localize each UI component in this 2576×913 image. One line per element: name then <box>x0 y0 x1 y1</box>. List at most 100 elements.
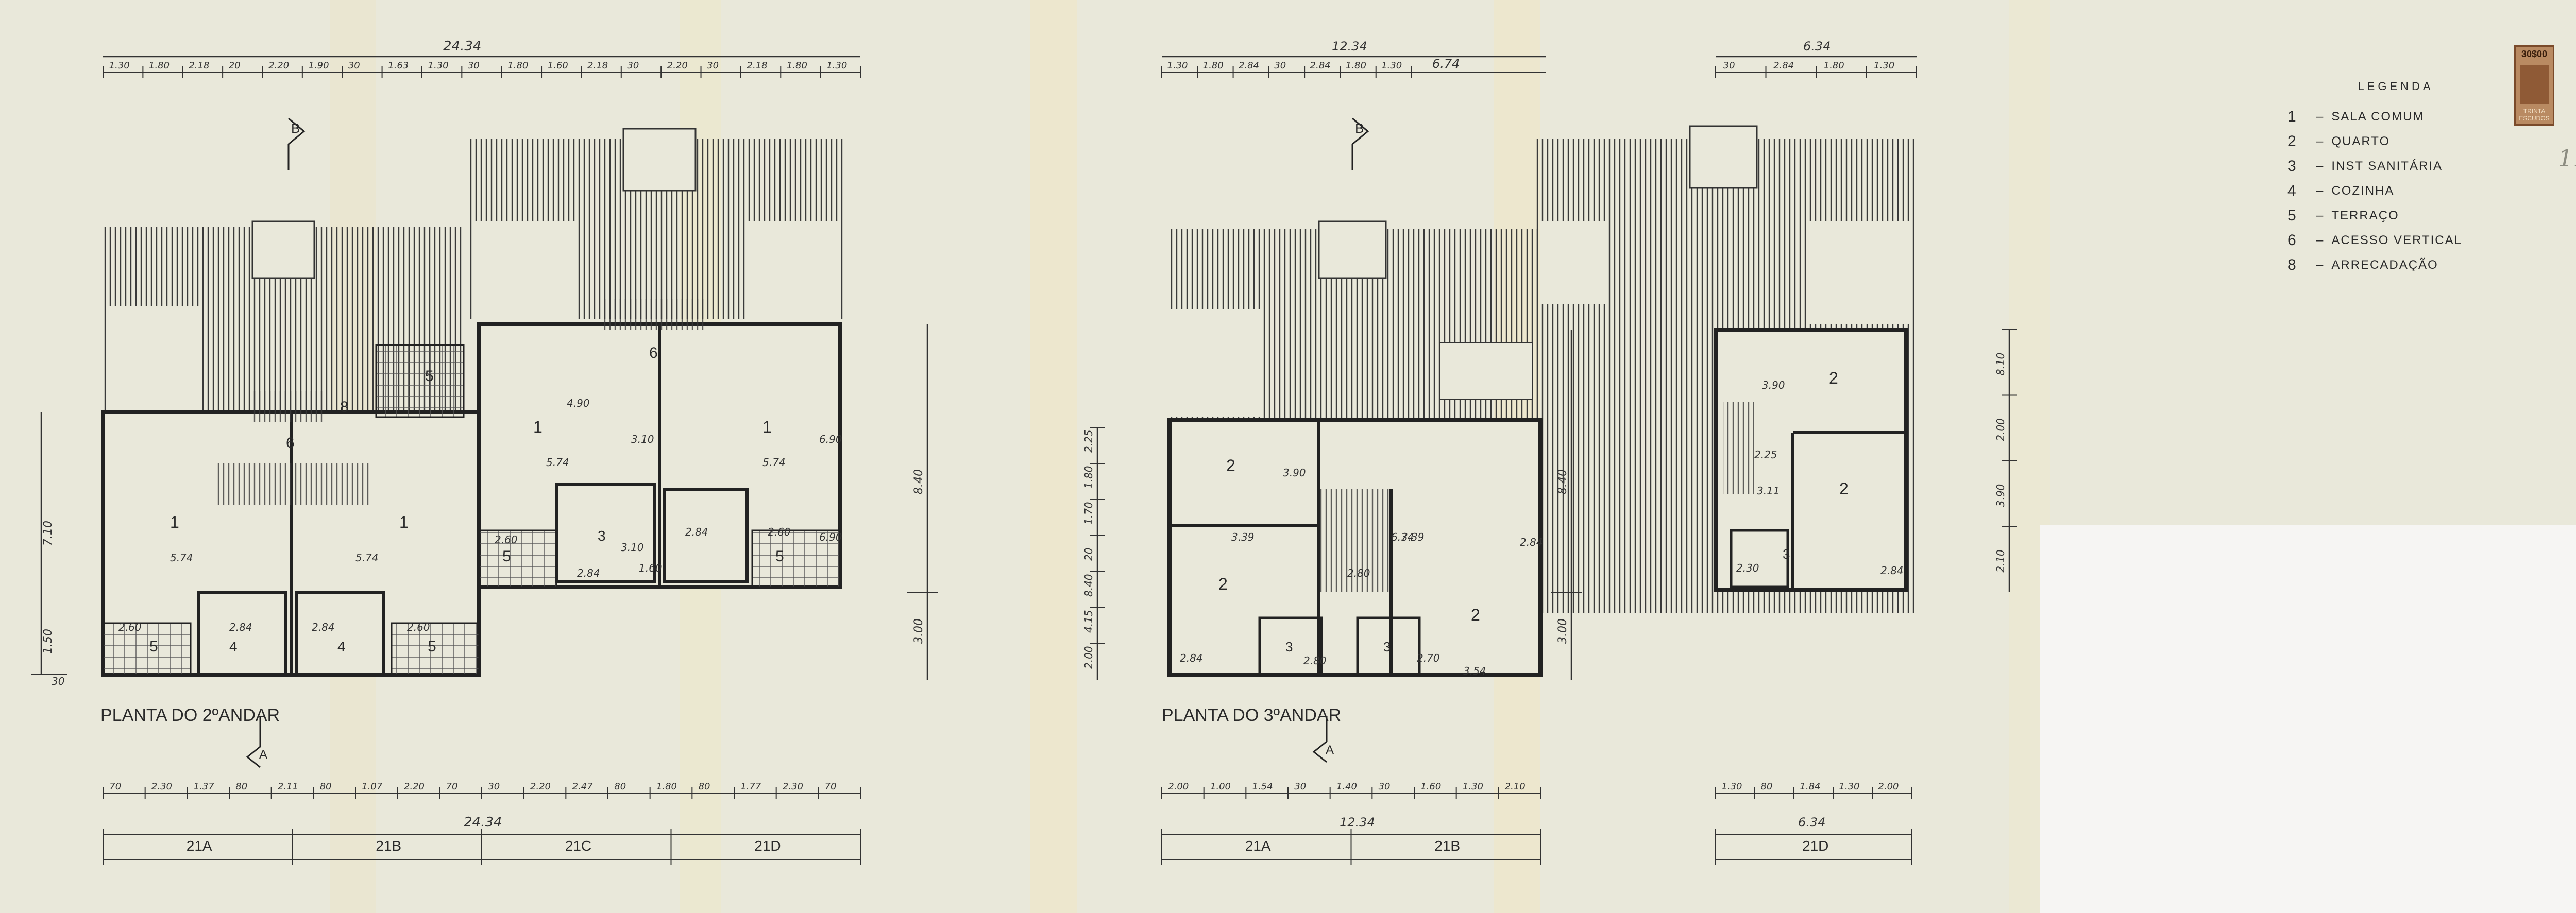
legend-item: 4–COZINHA <box>2287 182 2395 199</box>
bottom-total-dimension: 6.34 <box>1798 815 1825 830</box>
unit-label: 21D <box>754 838 781 854</box>
dimension-label: 1.80 <box>1082 466 1095 489</box>
room-number: 1 <box>170 513 179 531</box>
left-dimension: 7.10 <box>42 521 55 546</box>
dimension-label: 1.30 <box>1167 60 1188 71</box>
left-dimension: 30 <box>52 675 64 687</box>
legend-label: ACESSO VERTICAL <box>2331 233 2462 247</box>
room-dimension: 2.70 <box>1417 652 1440 664</box>
legend-label: INST SANITÁRIA <box>2331 159 2443 173</box>
room-dimension: 2.80 <box>1303 654 1327 667</box>
right-dimension: 8.40 <box>1556 469 1569 494</box>
dimension-label: 8.10 <box>1994 353 2007 376</box>
room-number: 4 <box>337 639 346 654</box>
room-dimension: 2.84 <box>1880 564 1904 577</box>
right-dimension-labels: 8.102.003.902.10 <box>1994 329 2017 573</box>
legend-label: TERRAÇO <box>2331 209 2399 222</box>
room-dimension: 1.60 <box>639 562 662 574</box>
legend-label: COZINHA <box>2331 184 2395 198</box>
dimension-label: 1.07 <box>362 781 383 792</box>
room-number: 5 <box>775 548 784 565</box>
light-well <box>474 221 577 324</box>
legend-item: 2–QUARTO <box>2287 133 2391 150</box>
dimension-label: 30 <box>1379 781 1391 792</box>
dimension-label: 1.30 <box>1381 60 1402 71</box>
room-number: 5 <box>149 638 158 655</box>
unit-labels: 21D <box>1715 829 1912 865</box>
stair <box>216 463 371 505</box>
legend-label: ARRECADAÇÃO <box>2331 258 2438 272</box>
dimension-label: 2.00 <box>1082 646 1095 669</box>
terrace-tiles <box>102 622 192 676</box>
room-number: 8 <box>340 399 349 416</box>
dimension-label: 1.80 <box>787 60 807 71</box>
stair <box>1319 489 1391 592</box>
room-dimension: 2.30 <box>1736 562 1759 574</box>
room-dimension: 5.74 <box>762 456 786 469</box>
legend-item: 8–ARRECADAÇÃO <box>2287 256 2438 273</box>
section-marker-a: A <box>1326 743 1334 757</box>
unit-label: 21C <box>565 838 591 854</box>
dimension-label: 80 <box>699 781 710 792</box>
dimension-label: 80 <box>235 781 247 792</box>
legend-label: SALA COMUM <box>2331 110 2425 124</box>
dimension-label: 30 <box>348 60 360 71</box>
legend-item: 3–INST SANITÁRIA <box>2287 158 2443 175</box>
room-dimension: 3.10 <box>631 433 654 445</box>
room-number: 6 <box>649 344 658 361</box>
room-number: 1 <box>399 513 409 531</box>
dimension-label: 2.00 <box>1168 781 1189 792</box>
dimension-label: 4.15 <box>1082 610 1095 633</box>
right-dimension: 8.40 <box>912 469 925 494</box>
bottom-total-dimension: 12.34 <box>1340 815 1375 830</box>
dimension-label: 2.30 <box>783 781 803 792</box>
dimension-label: 30 <box>627 60 639 71</box>
room-number: 2 <box>1218 575 1228 593</box>
stair <box>603 299 706 330</box>
room-number: 1 <box>533 418 543 436</box>
room-dimension: 3.10 <box>621 541 644 554</box>
dimension-label: 30 <box>1294 781 1306 792</box>
dimension-label: 1.77 <box>740 781 761 792</box>
dimension-label: 80 <box>320 781 332 792</box>
dimension-label: 2.20 <box>404 781 425 792</box>
legend-number: 3 <box>2287 158 2297 175</box>
stair <box>1723 402 1754 494</box>
tax-stamp: 30$00 TRINTA ESCUDOS <box>2514 45 2554 126</box>
room-number: 5 <box>428 638 436 655</box>
legend-title: LEGENDA <box>2358 80 2434 93</box>
stamp-emblem <box>2520 65 2549 104</box>
kitchen <box>197 591 287 676</box>
dimension-label: 2.25 <box>1082 429 1095 453</box>
legend-item: 1–SALA COMUM <box>2287 108 2425 125</box>
room-dimension: 6.74 <box>1391 531 1414 543</box>
dimension-label: 30 <box>1723 60 1735 71</box>
top-total-dimension: 24.34 <box>443 39 481 54</box>
dimension-label: 1.80 <box>1824 60 1844 71</box>
room-dimension: 3.39 <box>1401 531 1425 543</box>
room-dimension: 2.84 <box>1520 536 1543 548</box>
room-dimension: 4.90 <box>567 397 590 409</box>
dimension-label: 30 <box>488 781 500 792</box>
room-dimension: 6.90 <box>819 531 842 543</box>
dimension-label: 1.54 <box>1252 781 1273 792</box>
legend-item: 5–TERRAÇO <box>2287 207 2399 224</box>
dimension-label: 1.90 <box>308 60 329 71</box>
legend-number: 4 <box>2287 182 2297 199</box>
room-dimension: 5.74 <box>355 552 379 564</box>
dimension-label: 30 <box>707 60 719 71</box>
dimension-label: 1.30 <box>1721 781 1742 792</box>
dimension-label: 1.60 <box>1420 781 1441 792</box>
legend-number: 5 <box>2287 207 2297 224</box>
dimension-label: 20 <box>229 60 241 71</box>
plan-title: PLANTA DO 3ºANDAR <box>1162 705 1341 725</box>
dimension-label: 2.18 <box>189 60 209 71</box>
top-total-dimension: 12.34 <box>1332 39 1367 54</box>
dimension-label: 30 <box>1274 60 1286 71</box>
